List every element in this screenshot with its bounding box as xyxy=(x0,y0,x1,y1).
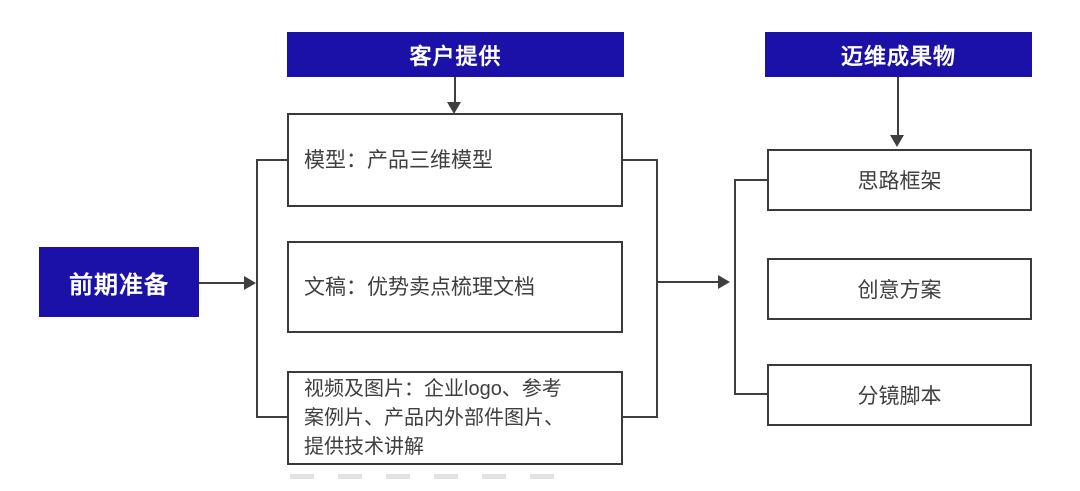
output-bracket-stub-top xyxy=(734,179,767,181)
client-box-model: 模型：产品三维模型 xyxy=(287,113,623,207)
connector-mid-line xyxy=(656,281,720,283)
client-box-model-text: 模型：产品三维模型 xyxy=(304,148,493,172)
output-box-storyboard: 分镜脚本 xyxy=(767,364,1032,426)
output-box-creative: 创意方案 xyxy=(767,258,1032,320)
output-header-arrow-line xyxy=(897,77,899,137)
client-bracket-stub-bottom xyxy=(256,416,289,418)
connector-start-line xyxy=(199,282,244,284)
client-header-label: 客户提供 xyxy=(409,43,502,69)
client-bracket-stub-top xyxy=(256,159,289,161)
client-header: 客户提供 xyxy=(287,32,624,77)
output-bracket-stub-bottom xyxy=(734,393,768,395)
mid-bracket-stub-top xyxy=(623,159,658,161)
mid-bracket-stub-bottom xyxy=(621,416,658,418)
client-box-media-line1: 视频及图片：企业logo、参考 xyxy=(304,377,562,400)
output-header: 迈维成果物 xyxy=(765,32,1032,77)
output-box-framework-text: 思路框架 xyxy=(857,170,942,193)
cropped-text-artifact xyxy=(290,474,562,479)
client-box-media-line2: 案例片、产品内外部件图片、 xyxy=(304,406,564,429)
start-node-label: 前期准备 xyxy=(69,271,169,299)
mid-bracket-vertical xyxy=(656,159,658,418)
client-box-media-line3: 提供技术讲解 xyxy=(304,435,424,458)
connector-start-arrowhead xyxy=(244,276,256,290)
output-header-arrowhead xyxy=(890,135,904,147)
output-box-creative-text: 创意方案 xyxy=(857,279,942,302)
client-box-media: 视频及图片：企业logo、参考 案例片、产品内外部件图片、 提供技术讲解 xyxy=(287,371,623,465)
output-header-label: 迈维成果物 xyxy=(840,43,956,69)
connector-mid-arrowhead xyxy=(718,275,730,289)
output-box-framework: 思路框架 xyxy=(767,149,1032,211)
client-box-document: 文稿：优势卖点梳理文档 xyxy=(287,241,623,333)
client-bracket-vertical xyxy=(256,159,258,418)
client-header-arrow-line xyxy=(454,77,456,104)
client-box-document-text: 文稿：优势卖点梳理文档 xyxy=(304,275,535,299)
client-header-arrowhead xyxy=(447,102,461,114)
output-bracket-vertical xyxy=(734,179,736,395)
output-box-storyboard-text: 分镜脚本 xyxy=(857,385,942,408)
start-node: 前期准备 xyxy=(39,247,199,317)
